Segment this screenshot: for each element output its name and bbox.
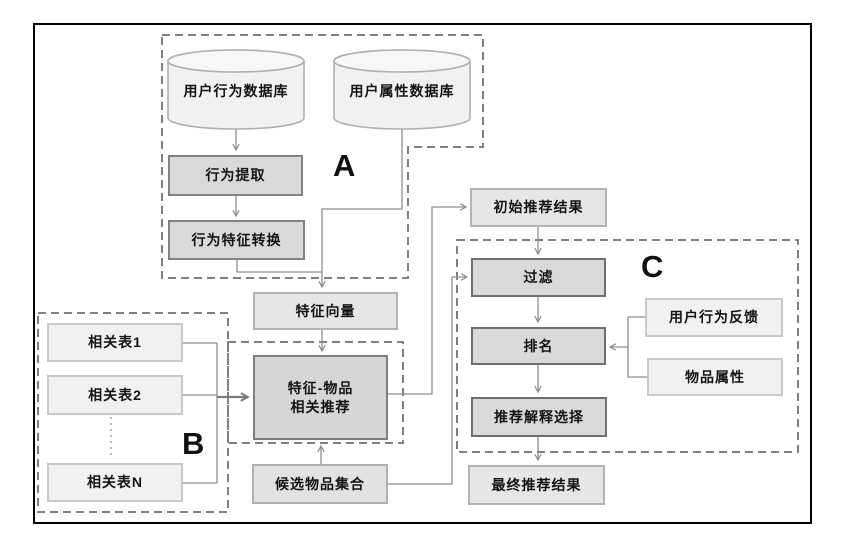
node-final-results: 最终推荐结果 bbox=[468, 465, 605, 505]
node-feature-item-line2: 相关推荐 bbox=[290, 398, 351, 415]
dashed-region-a bbox=[161, 34, 484, 279]
node-feature-item-line1: 特征-物品 bbox=[287, 380, 354, 397]
section-label-c: C bbox=[641, 249, 664, 284]
cylinder-user-attr-db bbox=[333, 49, 471, 130]
node-initial-results: 初始推荐结果 bbox=[470, 188, 607, 227]
node-rel-table-1: 相关表1 bbox=[47, 323, 183, 362]
node-item-attributes: 物品属性 bbox=[647, 358, 783, 396]
dashed-region-core bbox=[227, 341, 404, 444]
section-label-a: A bbox=[333, 148, 356, 183]
arrow-attrdb-to-featurevector bbox=[318, 129, 403, 289]
node-behavior-extract: 行为提取 bbox=[168, 155, 303, 196]
node-candidate-items: 候选物品集合 bbox=[252, 464, 388, 504]
section-label-b: B bbox=[182, 426, 205, 461]
cylinder-user-behavior-db bbox=[167, 49, 305, 130]
node-user-attr-db-label: 用户属性数据库 bbox=[349, 83, 455, 99]
arrow-candidates-to-filter bbox=[388, 273, 469, 485]
node-user-behavior-db-label: 用户行为数据库 bbox=[183, 83, 289, 99]
node-feature-item-recommend: 特征-物品 相关推荐 bbox=[253, 355, 388, 440]
node-behavior-transform: 行为特征转换 bbox=[168, 220, 305, 260]
node-user-feedback: 用户行为反馈 bbox=[645, 298, 783, 337]
node-rel-table-2: 相关表2 bbox=[47, 375, 183, 415]
node-filter: 过滤 bbox=[471, 258, 606, 297]
node-feature-vector: 特征向量 bbox=[253, 292, 398, 330]
node-explanation-select: 推荐解释选择 bbox=[471, 397, 607, 437]
arrow-core-to-initialresults bbox=[388, 203, 468, 395]
node-rel-table-n: 相关表N bbox=[47, 463, 183, 502]
line-transform-to-junction bbox=[236, 260, 322, 273]
node-ranking: 排名 bbox=[471, 327, 606, 365]
dashed-region-c bbox=[456, 239, 799, 453]
